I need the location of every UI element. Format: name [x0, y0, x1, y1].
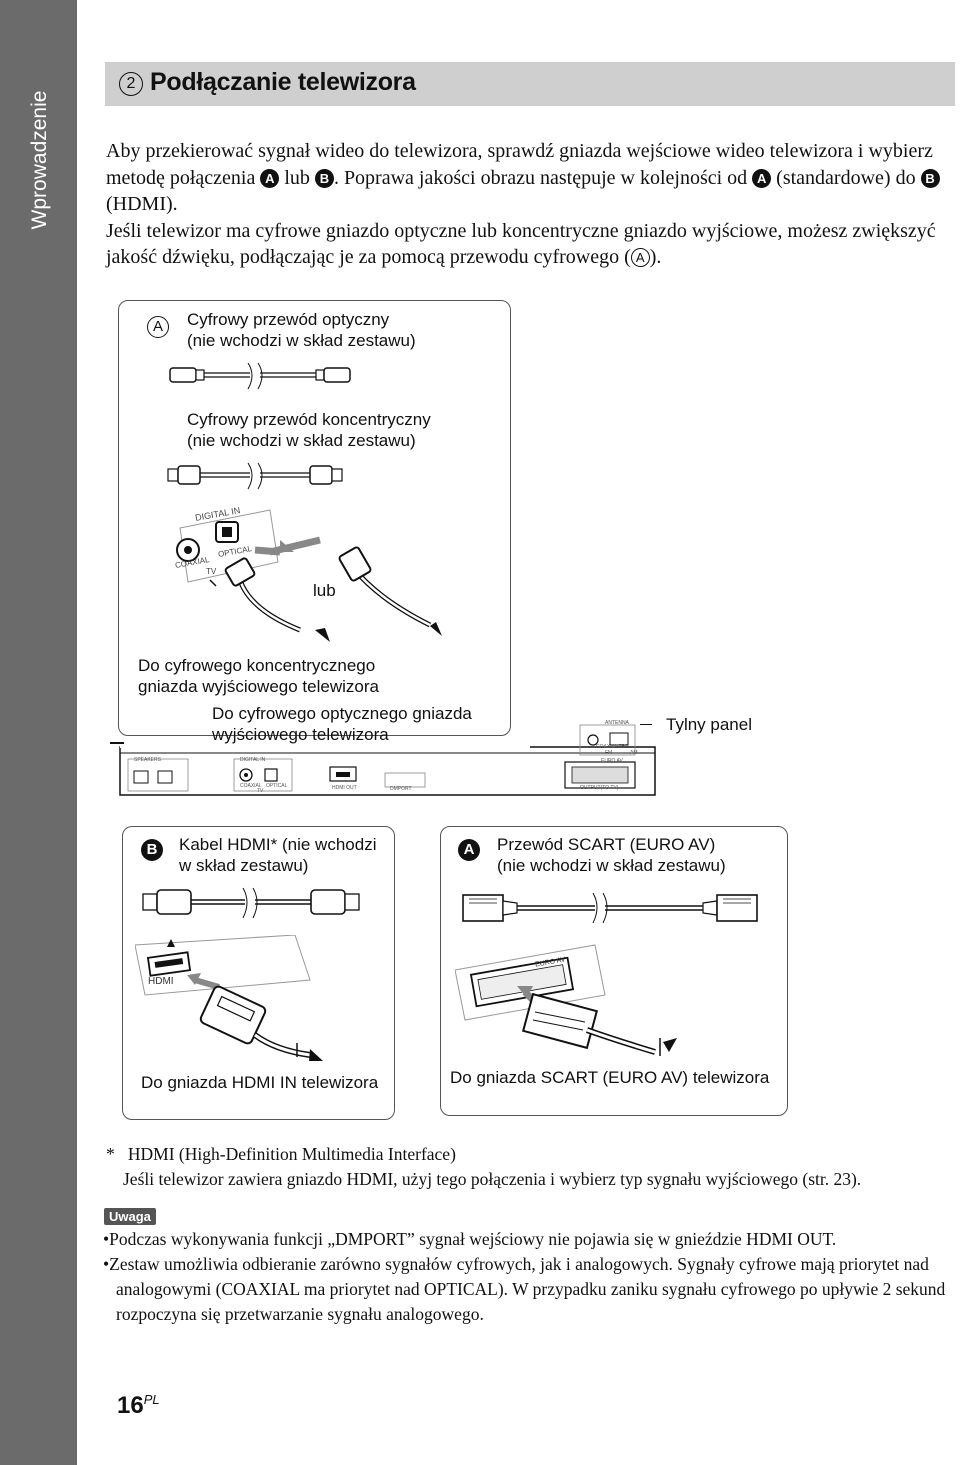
rear-fm-label: FM	[605, 750, 613, 756]
hdmi-cable-label-2: w skład zestawu)	[179, 856, 309, 875]
letter-a-icon: A	[260, 168, 280, 188]
rear-digital-in-label: DIGITAL IN	[240, 757, 266, 763]
rear-dmport-label: DMPORT	[390, 786, 412, 792]
tv-jack-label: TV	[206, 567, 217, 576]
rear-coaxial-fm-label: COAXIAL 75Ω	[596, 744, 629, 750]
section-header: 2 Podłączanie telewizora	[105, 62, 955, 106]
coaxial-cable-illustration	[167, 462, 343, 490]
letter-a-icon: A	[458, 839, 480, 861]
rear-optical-label: OPTICAL	[266, 783, 288, 789]
optical-cable-label-1: Cyfrowy przewód optyczny	[187, 310, 390, 329]
footnote-line-1: * HDMI (High-Definition Multimedia Inter…	[106, 1144, 456, 1164]
note-item: •Podczas wykonywania funkcji „DMPORT” sy…	[103, 1229, 837, 1249]
to-optical-label-2: wyjściowego telewizora	[212, 725, 389, 744]
optical-cable-label-2: (nie wchodzi w skład zestawu)	[187, 331, 416, 350]
step-number: 2	[119, 72, 143, 96]
section-title: Podłączanie telewizora	[150, 68, 416, 96]
rear-panel-label: Tylny panel	[666, 715, 752, 734]
intro-text: Aby przekierować sygnał wideo do telewiz…	[106, 138, 956, 271]
to-coaxial-label-1: Do cyfrowego koncentrycznego	[138, 656, 376, 675]
scart-cable-illustration	[462, 892, 758, 924]
to-optical-label-1: Do cyfrowego optycznego gniazda	[212, 704, 472, 723]
intro-paragraph-1: Aby przekierować sygnał wideo do telewiz…	[106, 138, 956, 218]
letter-a-icon: A	[752, 168, 772, 188]
rear-hdmi-out-label: HDMI OUT	[332, 785, 357, 791]
rear-am-label: AM	[630, 750, 638, 756]
footnote-line-2: Jeśli telewizor zawiera gniazdo HDMI, uż…	[123, 1169, 862, 1189]
letter-a-outline-icon: A	[630, 248, 650, 267]
rear-panel-illustration	[110, 724, 656, 796]
rear-speakers-label: SPEAKERS	[134, 757, 161, 763]
optical-cable-illustration	[169, 362, 351, 390]
scart-to-tv-label: Do gniazda SCART (EURO AV) telewizora	[450, 1068, 770, 1087]
note-item: •Zestaw umożliwia odbieranie zarówno syg…	[103, 1254, 946, 1324]
or-label: lub	[313, 581, 336, 600]
hdmi-cable-illustration	[142, 887, 360, 919]
sidebar-tab-label: Wprowadzenie	[28, 90, 51, 230]
scart-cable-label-1: Przewód SCART (EURO AV)	[497, 835, 716, 854]
hdmi-jack-label: HDMI	[148, 976, 174, 987]
to-coaxial-label-2: gniazda wyjściowego telewizora	[138, 677, 379, 696]
letter-b-icon: B	[920, 168, 940, 188]
page-number: 16PL	[117, 1392, 160, 1419]
hdmi-footnote: * HDMI (High-Definition Multimedia Inter…	[106, 1142, 956, 1192]
hdmi-jack-illustration	[135, 935, 323, 1061]
rear-panel-leader-line	[640, 724, 652, 725]
letter-b-icon: B	[141, 839, 163, 861]
rear-output-tv-label: OUTPUT(TO TV)	[580, 785, 619, 791]
coaxial-cable-label-2: (nie wchodzi w skład zestawu)	[187, 431, 416, 450]
hdmi-cable-label-1: Kabel HDMI* (nie wchodzi	[179, 835, 377, 854]
note-list: •Podczas wykonywania funkcji „DMPORT” sy…	[103, 1227, 953, 1327]
note-badge: Uwaga	[104, 1208, 156, 1225]
rear-tv-label: TV	[257, 788, 264, 794]
rear-antenna-label: ANTENNA	[605, 720, 629, 726]
rear-coaxial-label: COAXIAL	[240, 783, 262, 789]
digital-in-jacks-illustration	[176, 509, 442, 642]
letter-a-outline-icon: A	[147, 316, 169, 338]
letter-b-icon: B	[314, 168, 334, 188]
coaxial-cable-label-1: Cyfrowy przewód koncentryczny	[187, 410, 431, 429]
scart-cable-label-2: (nie wchodzi w skład zestawu)	[497, 856, 726, 875]
sidebar-tab: Wprowadzenie	[0, 0, 77, 1465]
hdmi-to-tv-label: Do gniazda HDMI IN telewizora	[141, 1073, 379, 1092]
rear-euro-av-label: EURO AV	[601, 758, 623, 764]
intro-paragraph-2: Jeśli telewizor ma cyfrowe gniazdo optyc…	[106, 219, 936, 269]
scart-jack-illustration	[455, 944, 677, 1056]
